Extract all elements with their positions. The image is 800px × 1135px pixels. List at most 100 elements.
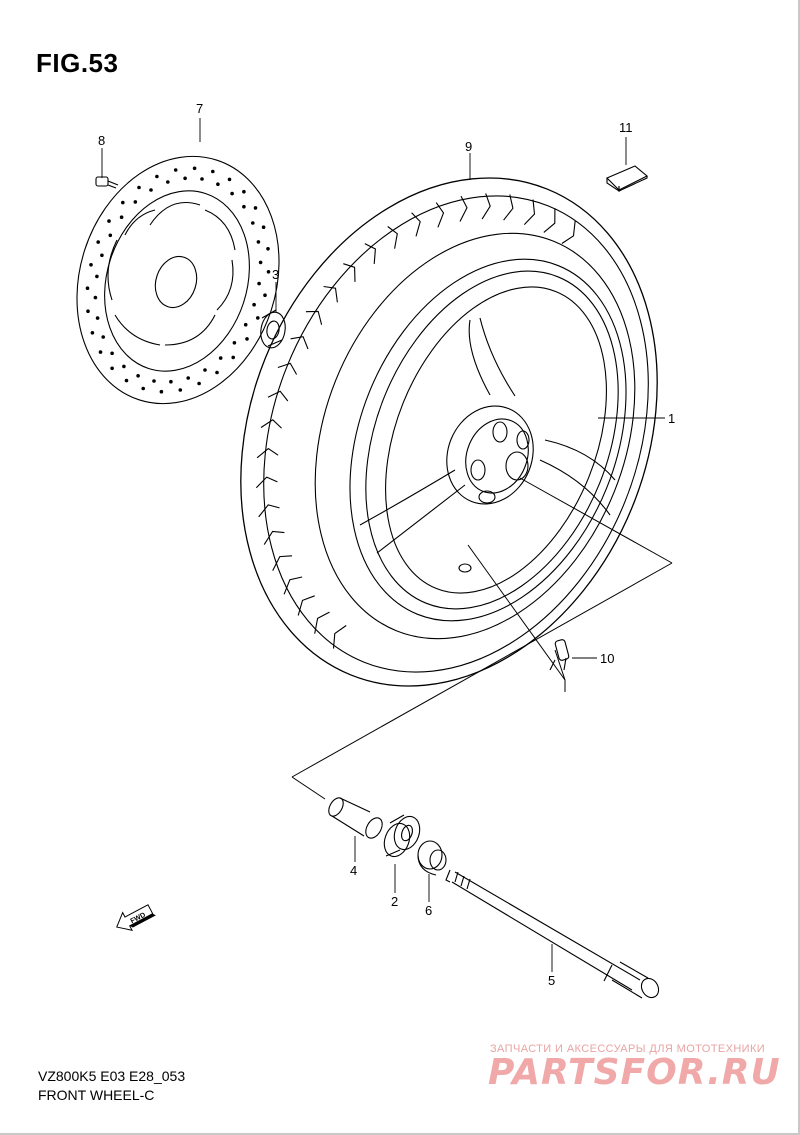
disc-hole bbox=[133, 200, 138, 204]
disc-hole bbox=[159, 389, 164, 394]
disc-hole bbox=[200, 177, 204, 181]
tread-block bbox=[411, 212, 421, 237]
disc-hole bbox=[101, 335, 105, 339]
disc-hole bbox=[266, 270, 271, 274]
disc-hole bbox=[266, 247, 270, 251]
disc-holes bbox=[85, 166, 271, 394]
wheel-bearing-left bbox=[260, 309, 286, 349]
tread-block bbox=[290, 336, 309, 350]
disc-hole bbox=[242, 189, 246, 194]
disc-hole bbox=[136, 374, 140, 378]
section-name: FRONT WHEEL-C bbox=[38, 1087, 155, 1103]
wheel-rim bbox=[349, 258, 627, 622]
balance-weight bbox=[606, 165, 648, 193]
disc-hole bbox=[141, 386, 145, 391]
disc-hole bbox=[137, 185, 141, 190]
disc-hole bbox=[183, 176, 187, 181]
disc-hole bbox=[231, 355, 235, 360]
disc-hole bbox=[122, 364, 126, 369]
disc-hole bbox=[258, 260, 263, 265]
disc-hole bbox=[124, 378, 129, 383]
fwd-arrow-icon: FWD bbox=[116, 904, 156, 931]
tread-block bbox=[459, 195, 468, 222]
disc-hole bbox=[257, 281, 261, 286]
disc-hole bbox=[256, 240, 261, 244]
watermark-tagline: ЗАПЧАСТИ И АКСЕССУАРЫ ДЛЯ МОТОТЕХНИКИ bbox=[490, 1043, 766, 1055]
tread-block bbox=[255, 476, 278, 489]
tread-block bbox=[272, 555, 293, 571]
tread-block bbox=[323, 285, 338, 303]
disc-hole bbox=[108, 233, 113, 238]
tread-block bbox=[387, 226, 398, 249]
tire-valve bbox=[549, 639, 570, 671]
disc-hole bbox=[245, 337, 249, 341]
tread-block bbox=[314, 611, 330, 634]
disc-hole bbox=[211, 169, 215, 174]
callout-11: 11 bbox=[619, 120, 633, 135]
disc-hole bbox=[110, 351, 114, 356]
tread-block bbox=[343, 263, 356, 282]
tread-block bbox=[305, 310, 323, 325]
callout-3: 3 bbox=[272, 267, 279, 282]
disc-hole bbox=[218, 356, 223, 360]
tread-block bbox=[267, 390, 289, 402]
disc-hole bbox=[255, 316, 260, 320]
disc-hole bbox=[216, 182, 220, 186]
disc-hole bbox=[152, 379, 156, 383]
tread-block bbox=[258, 504, 280, 518]
disc-hole bbox=[149, 188, 153, 192]
tire bbox=[240, 177, 658, 687]
disc-bolt bbox=[95, 176, 119, 189]
disc-hole bbox=[85, 286, 90, 291]
callout-labels: 7 8 3 9 11 1 10 4 2 6 5 bbox=[98, 101, 675, 988]
callout-2: 2 bbox=[391, 894, 398, 909]
callout-9: 9 bbox=[465, 139, 472, 154]
tread-block bbox=[283, 576, 303, 595]
disc-hole bbox=[243, 322, 248, 327]
disc-hole bbox=[98, 350, 103, 354]
callout-5: 5 bbox=[548, 973, 555, 988]
assembly-guide-lines bbox=[291, 477, 673, 800]
disc-hole bbox=[261, 225, 266, 229]
tread-block bbox=[297, 595, 315, 616]
tread-block bbox=[260, 419, 282, 429]
callout-8: 8 bbox=[98, 133, 105, 148]
model-code: VZ800K5 E03 E28_053 bbox=[38, 1068, 186, 1084]
disc-hole bbox=[155, 174, 159, 179]
callout-6: 6 bbox=[425, 903, 432, 918]
disc-hole bbox=[89, 263, 93, 267]
disc-hole bbox=[173, 168, 178, 172]
disc-hole bbox=[252, 302, 256, 307]
disc-hole bbox=[242, 204, 246, 209]
disc-hole bbox=[95, 274, 99, 279]
disc-hole bbox=[253, 206, 258, 210]
callout-4: 4 bbox=[350, 863, 357, 878]
disc-hole bbox=[119, 215, 124, 219]
tread-block bbox=[543, 208, 556, 233]
disc-hole bbox=[263, 293, 267, 298]
tread-block bbox=[364, 243, 376, 264]
disc-hole bbox=[166, 180, 170, 184]
wheel-bearing-right bbox=[383, 814, 421, 858]
tread-block bbox=[561, 220, 576, 244]
disc-hole bbox=[93, 295, 98, 300]
callout-1: 1 bbox=[668, 411, 675, 426]
brake-disc bbox=[76, 155, 280, 405]
disc-hole bbox=[251, 221, 255, 225]
tread-block bbox=[523, 199, 536, 225]
tire-tread bbox=[255, 193, 576, 649]
leader-lines bbox=[101, 118, 665, 972]
watermark-logo: PARTSFOR.RU bbox=[488, 1052, 781, 1093]
disc-hole bbox=[186, 376, 190, 380]
front-axle bbox=[445, 869, 660, 999]
callout-10: 10 bbox=[600, 651, 614, 666]
disc-hole bbox=[227, 177, 232, 182]
disc-spokes bbox=[107, 201, 236, 346]
tread-block bbox=[503, 194, 514, 221]
tread-block bbox=[256, 447, 279, 459]
tread-block bbox=[263, 530, 285, 545]
disc-hole bbox=[100, 253, 104, 258]
disc-hole bbox=[121, 200, 125, 205]
